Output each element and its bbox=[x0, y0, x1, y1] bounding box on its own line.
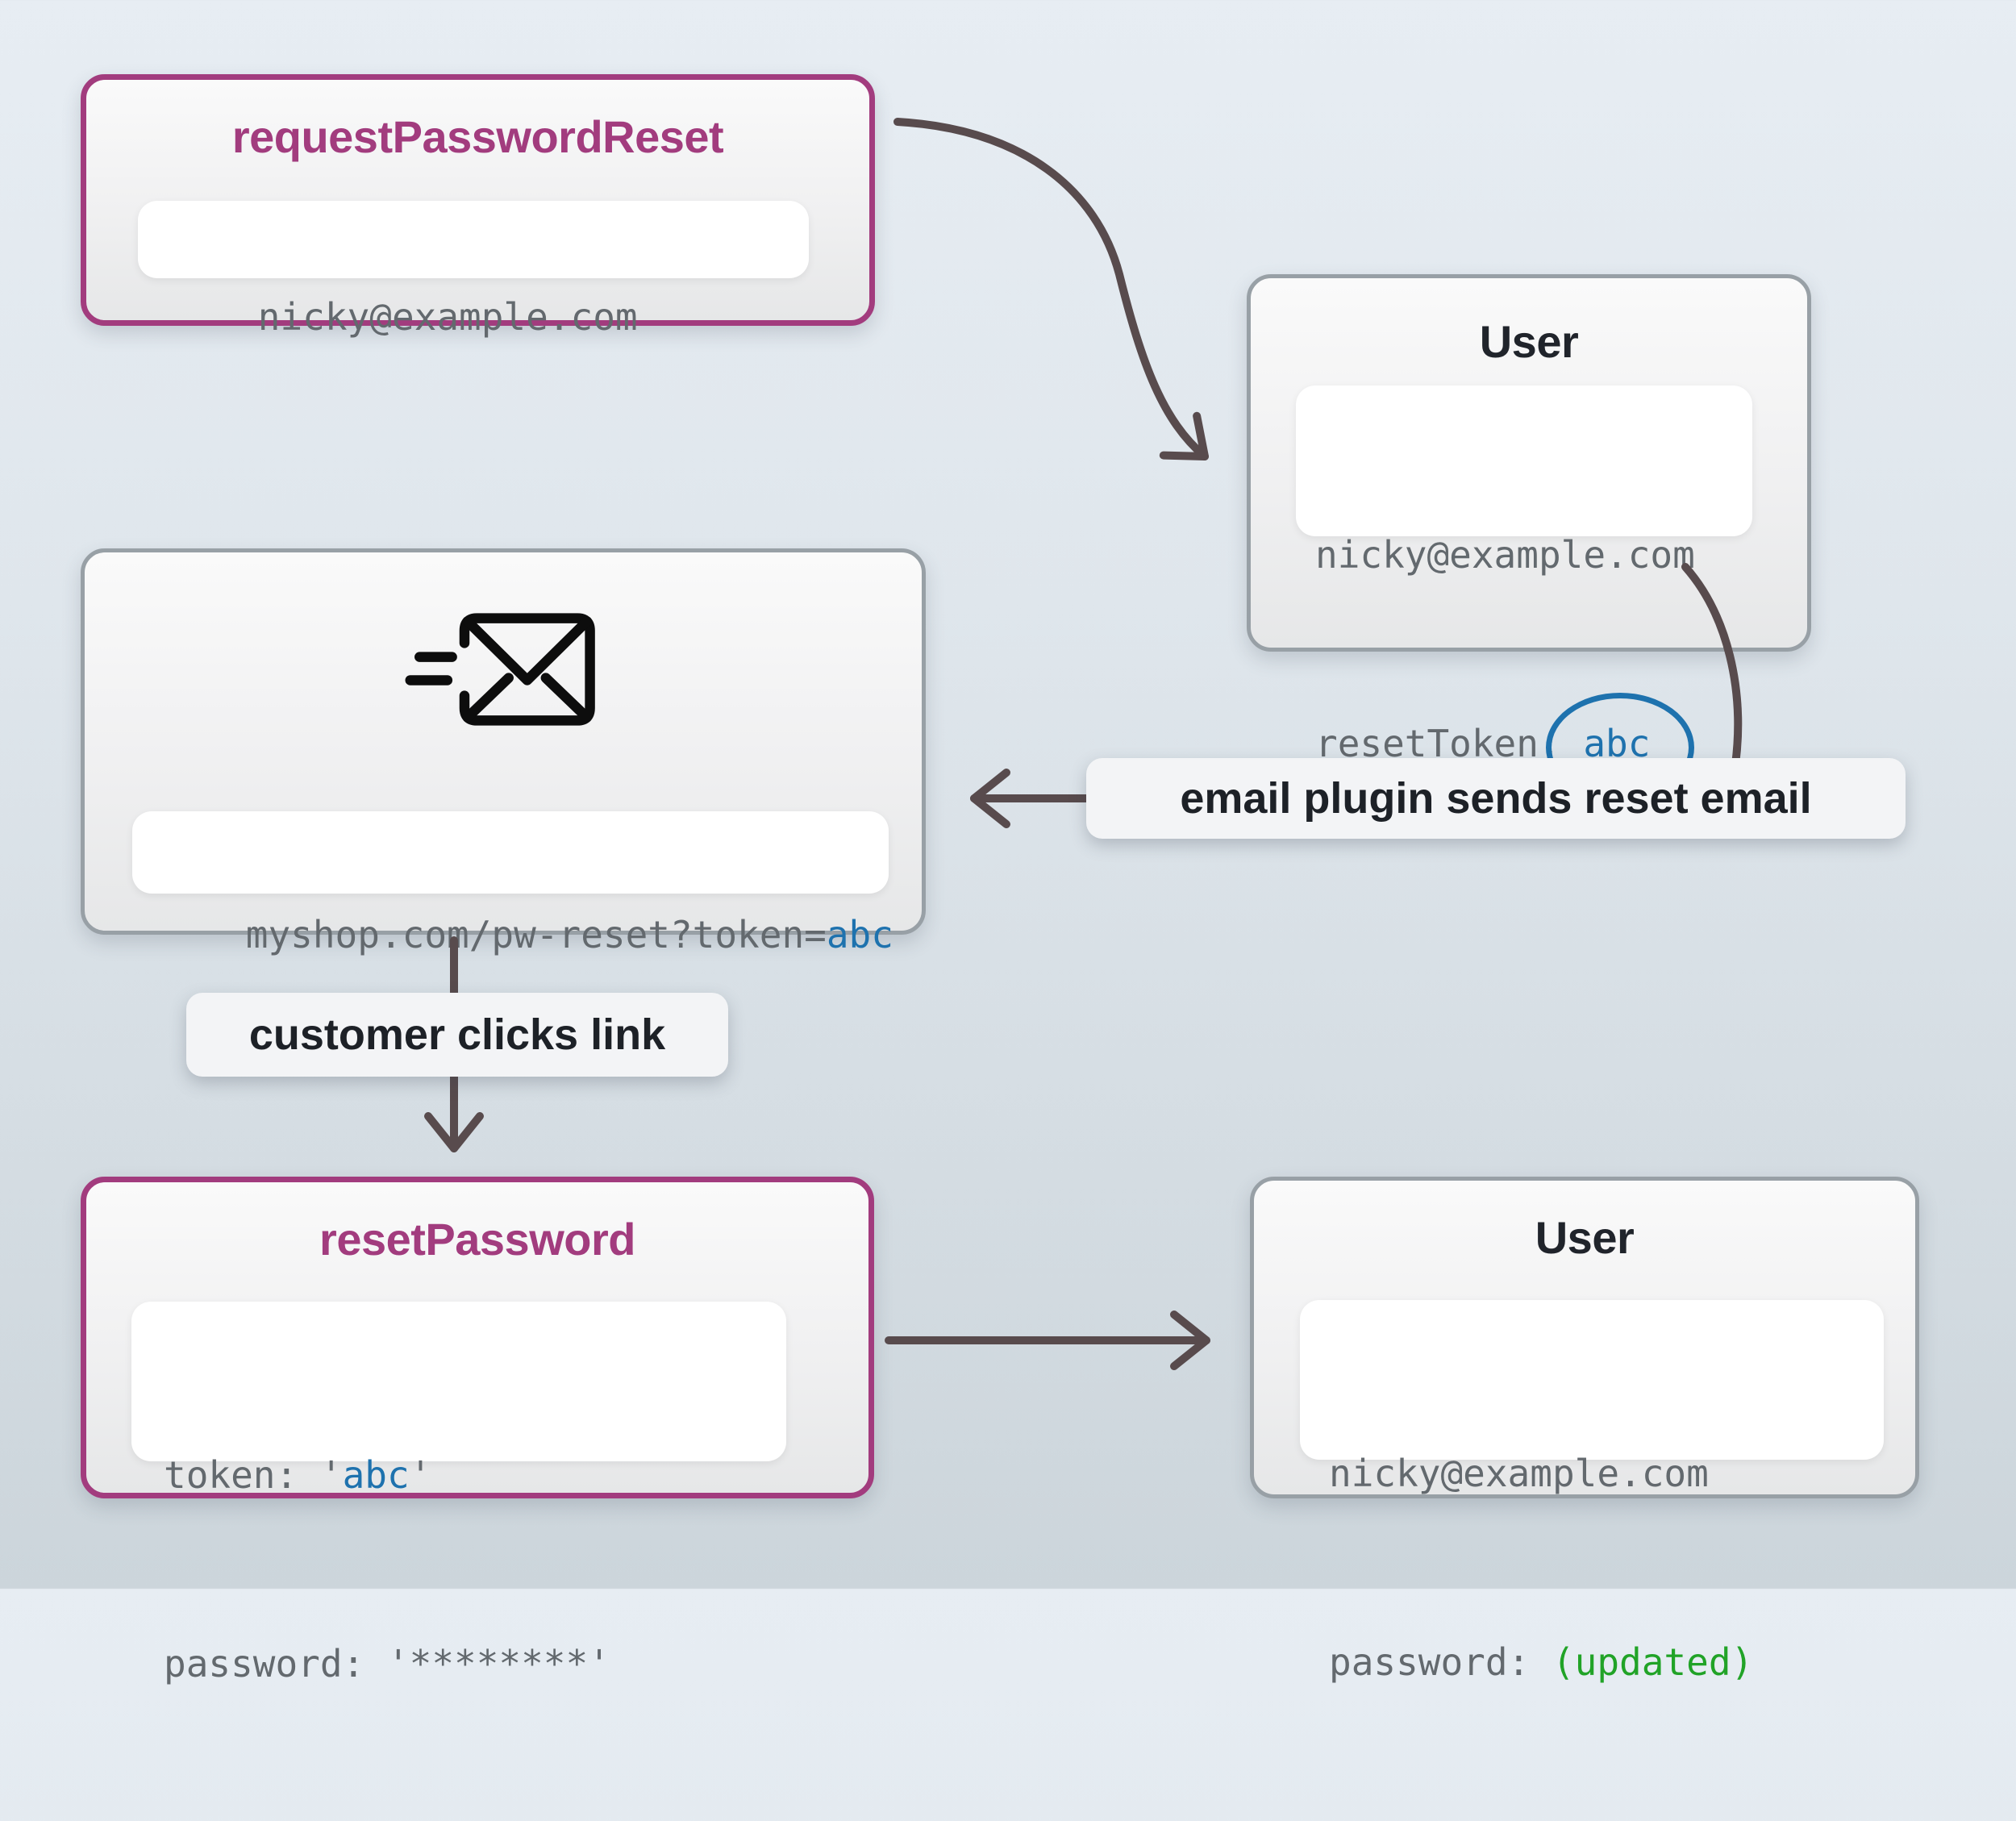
email-node: myshop.com/pw-reset?token=abc bbox=[81, 548, 926, 956]
canvas: { "colors": { "accent_purple": "#a23c7e"… bbox=[0, 0, 2016, 1686]
user-bottom-title: User bbox=[1535, 1212, 1635, 1263]
label-customer-clicks: customer clicks link bbox=[186, 993, 728, 1077]
user-node-bottom: User nicky@example.com password: (update… bbox=[1250, 1177, 1919, 1684]
token-arg-value: abc bbox=[342, 1453, 410, 1497]
mail-send-icon bbox=[405, 613, 595, 726]
reset-password-node: resetPassword token: 'abc' password: '**… bbox=[81, 1177, 874, 1686]
request-password-reset-title: requestPasswordReset bbox=[231, 111, 724, 162]
password-updated-value: (updated) bbox=[1552, 1640, 1754, 1684]
reset-url-prefix: myshop.com/pw-reset?token= bbox=[245, 913, 827, 956]
user-bottom-password-line: password: (updated) bbox=[1329, 1640, 1754, 1684]
password-line: password: '********' bbox=[164, 1642, 610, 1686]
reset-args-card: token: 'abc' password: '********' bbox=[131, 1302, 786, 1686]
token-line: token: 'abc' bbox=[164, 1453, 432, 1497]
reset-password-title: resetPassword bbox=[319, 1214, 635, 1265]
email-input-value: nicky@example.com bbox=[257, 295, 638, 339]
user-bottom-email-line: nicky@example.com bbox=[1329, 1452, 1709, 1495]
reset-url-field: myshop.com/pw-reset?token=abc bbox=[132, 811, 893, 956]
arrow-request-to-user bbox=[893, 118, 1209, 460]
user-top-record-card: nicky@example.com resetToken: abc bbox=[1296, 385, 1752, 802]
label-email-plugin: email plugin sends reset email bbox=[1086, 758, 1906, 839]
user-top-title: User bbox=[1479, 316, 1579, 367]
user-top-email-line: nicky@example.com bbox=[1315, 533, 1695, 577]
reset-url-token: abc bbox=[826, 913, 893, 956]
email-input-field: nicky@example.com bbox=[138, 201, 809, 339]
user-bottom-record-card: nicky@example.com password: (updated) bbox=[1300, 1300, 1884, 1684]
user-node-top: User nicky@example.com resetToken: abc bbox=[1247, 274, 1811, 802]
request-password-reset-node: requestPasswordReset nicky@example.com bbox=[81, 74, 875, 339]
